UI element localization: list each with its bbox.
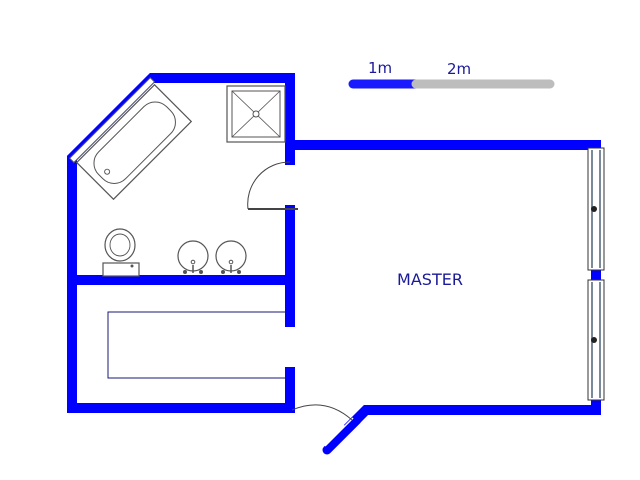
- basin-left: [177, 240, 209, 274]
- toilet-seat: [109, 233, 131, 257]
- shower: [226, 85, 286, 143]
- toilet: [102, 228, 140, 277]
- entrance-door-highlight: [324, 417, 354, 447]
- bathtub-rim: [68, 76, 156, 164]
- bathroom-door-swing-arc: [247, 161, 291, 210]
- master-top-wall: [285, 140, 601, 155]
- window-upper: [587, 147, 605, 271]
- window-upper-handle: [591, 206, 597, 212]
- bathtub-drain-icon: [104, 168, 111, 175]
- basin-left-tap-hot: [199, 270, 203, 274]
- toilet-cistern: [102, 262, 140, 277]
- scale-bar: 1m 2m: [348, 59, 555, 89]
- master-bottom-wall: [343, 405, 601, 433]
- wardrobe-outline: [107, 311, 285, 379]
- basin-right: [215, 240, 247, 274]
- bathroom-door[interactable]: [247, 161, 298, 210]
- entrance-door[interactable]: [291, 404, 362, 455]
- basin-left-tap-cold: [183, 270, 187, 274]
- shower-tray-inner: [231, 90, 281, 138]
- entrance-door-swing-arc: [291, 404, 353, 421]
- shower-drain-icon: [252, 110, 260, 118]
- basin-right-tap-cold: [221, 270, 225, 274]
- scale-label-1m: 1m: [368, 59, 392, 77]
- basin-right-tap-hot: [237, 270, 241, 274]
- basin-left-drain-icon: [190, 259, 196, 265]
- bathtub-inner: [93, 101, 176, 184]
- scale-label-2m: 2m: [447, 60, 471, 78]
- windows: [587, 147, 605, 401]
- window-lower: [587, 279, 605, 401]
- basin-right-drain-icon: [228, 259, 234, 265]
- toilet-flush-icon: [130, 264, 134, 268]
- entrance-door-panel: [322, 415, 362, 455]
- toilet-bowl: [104, 228, 136, 262]
- room-label-master: MASTER: [397, 270, 463, 289]
- bathtub: [68, 76, 193, 201]
- window-lower-handle: [591, 337, 597, 343]
